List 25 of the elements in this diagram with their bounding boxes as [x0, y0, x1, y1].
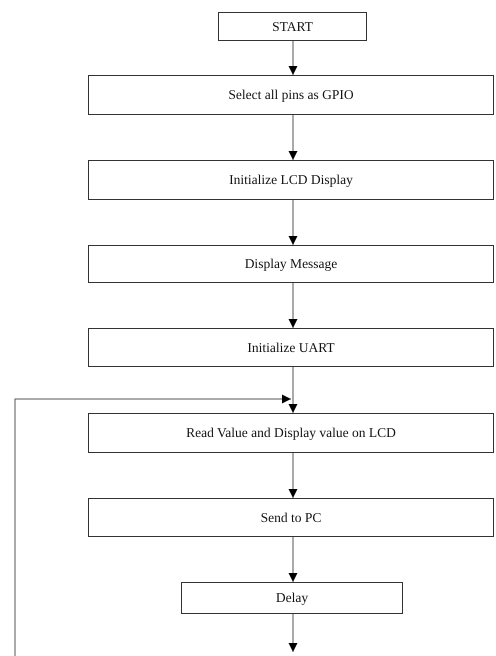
- process-box: [88, 498, 494, 537]
- box-label: Send to PC: [260, 510, 322, 526]
- arrow: [288, 200, 298, 246]
- process-box: [218, 12, 367, 41]
- box-label: Initialize UART: [247, 340, 335, 356]
- arrow: [288, 366, 298, 414]
- box-label: Delay: [276, 590, 308, 606]
- arrow: [288, 114, 298, 160]
- process-box: [181, 582, 403, 614]
- box-label: Initialize LCD Display: [229, 172, 353, 188]
- process-box: [88, 328, 494, 367]
- process-box: [88, 160, 494, 200]
- box-label: Read Value and Display value on LCD: [186, 425, 396, 441]
- arrow: [288, 40, 298, 76]
- arrow: [14, 394, 292, 656]
- box-label: START: [272, 18, 313, 34]
- arrow: [288, 452, 298, 498]
- process-box: [88, 245, 494, 283]
- box-label: Display Message: [244, 256, 338, 272]
- process-box: [88, 75, 494, 115]
- arrow: [288, 536, 298, 582]
- arrow: [288, 614, 298, 652]
- box-label: Select all pins as GPIO: [228, 87, 354, 103]
- process-box: [88, 413, 494, 453]
- arrow: [288, 282, 298, 328]
